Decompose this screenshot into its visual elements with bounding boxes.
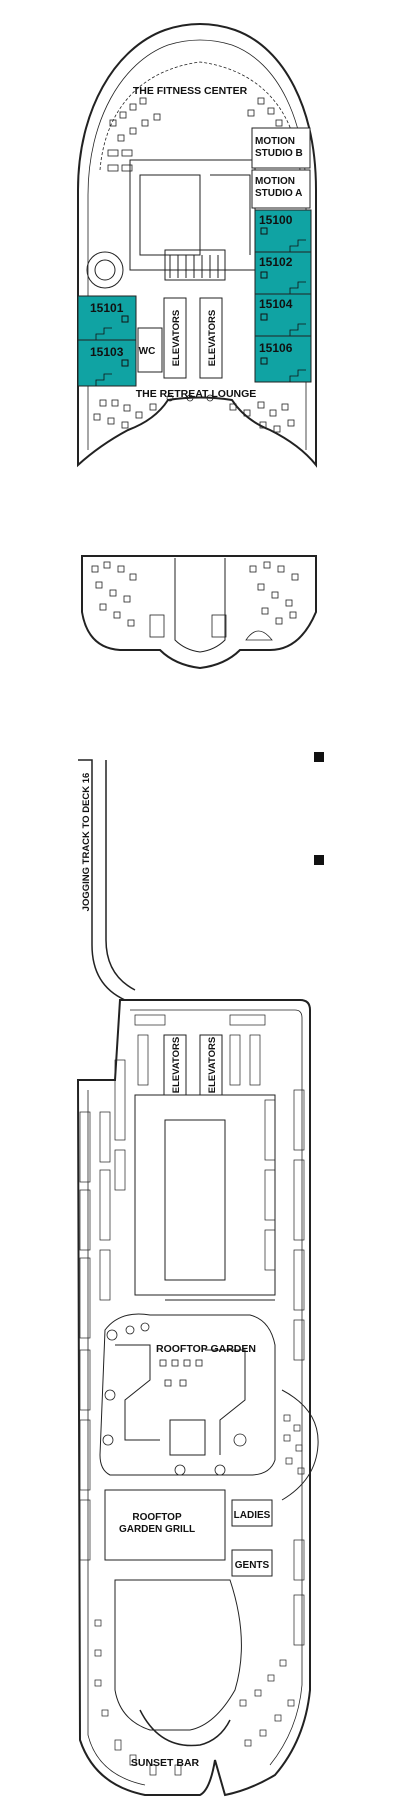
- legend-marker-1: [314, 752, 324, 762]
- deck16-hull: [76, 999, 311, 1797]
- sunset-bar-area: [114, 1579, 242, 1731]
- fitness-equipment: [107, 97, 283, 172]
- sunset-bar-seating: [94, 1619, 295, 1776]
- aft-section-furniture: [91, 561, 299, 641]
- deck16-elevators-left-label: ELEVATORS: [171, 1037, 182, 1093]
- deck15-hull: [77, 23, 317, 468]
- legend-marker-2: [314, 855, 324, 865]
- ladies-label: LADIES: [234, 1510, 271, 1521]
- deck15-inner-hull: [87, 39, 307, 450]
- deck15-wc[interactable]: [137, 327, 163, 373]
- rooftop-grill-label-line1: ROOFTOP: [132, 1512, 182, 1523]
- jogging-track-path-outer: [105, 760, 136, 991]
- deck15-plan: THE FITNESS CENTER MOTION STUDIO B MOTIO…: [77, 23, 317, 468]
- motion-studio-a-label-line1: MOTION: [255, 176, 295, 187]
- retreat-lounge-label: THE RETREAT LOUNGE: [136, 388, 257, 400]
- stateroom-number: 15101: [90, 301, 124, 315]
- stateroom-number: 15100: [259, 213, 293, 227]
- wc-label: WC: [139, 346, 156, 357]
- rooftop-garden-label: ROOFTOP GARDEN: [156, 1343, 256, 1355]
- deck16-loungers: [79, 1014, 305, 1646]
- stateroom-number: 15102: [259, 255, 293, 269]
- aft-section-hull: [81, 555, 317, 670]
- starboard-seating: [283, 1414, 305, 1475]
- stateroom-15101[interactable]: [77, 295, 137, 341]
- motion-studio-a-label-line2: STUDIO A: [255, 188, 302, 199]
- aft-section-core: [174, 558, 226, 653]
- deck16-plan: JOGGING TRACK TO DECK 16 ELEVATORS ELEVA…: [76, 759, 319, 1797]
- rooftop-grill-outline: [104, 1489, 226, 1561]
- sunset-bar-label: SUNSET BAR: [131, 1757, 200, 1769]
- retreat-lounge-furniture: [93, 394, 295, 433]
- gents-restroom[interactable]: [231, 1549, 273, 1577]
- deck16-inner-hull: [87, 1009, 303, 1786]
- rooftop-garden-paths: [99, 1313, 276, 1476]
- deck16-elevators-right-label: ELEVATORS: [207, 1037, 218, 1093]
- gents-label: GENTS: [235, 1560, 270, 1571]
- sunset-bar-counter: [139, 1709, 231, 1747]
- stateroom-15102[interactable]: [254, 251, 312, 295]
- motion-studio-b-label-line2: STUDIO B: [255, 148, 303, 159]
- jogging-track-label: JOGGING TRACK TO DECK 16: [81, 773, 92, 912]
- jogging-track-path: [78, 759, 128, 1001]
- rooftop-grill-label-line2: GARDEN GRILL: [119, 1524, 195, 1535]
- deck16-pool-area: [134, 1094, 276, 1301]
- deck15-elevators-right-label: ELEVATORS: [207, 310, 218, 366]
- deck15-aft-section: [81, 555, 317, 670]
- rooftop-garden-plants: [102, 1322, 247, 1476]
- stateroom-number: 15104: [259, 297, 293, 311]
- stateroom-15106[interactable]: [254, 335, 312, 383]
- motion-studio-b[interactable]: [251, 127, 311, 169]
- ladies-restroom[interactable]: [231, 1499, 273, 1527]
- stateroom-15104[interactable]: [254, 293, 312, 337]
- stateroom-15100[interactable]: [254, 209, 312, 253]
- deck15-elevators-left-label: ELEVATORS: [171, 310, 182, 366]
- deck15-elevators-right[interactable]: [199, 297, 223, 379]
- deck15-elevators-left[interactable]: [163, 297, 187, 379]
- stateroom-number: 15103: [90, 345, 124, 359]
- fitness-center-label: THE FITNESS CENTER: [133, 85, 248, 97]
- starboard-bulge: [281, 1389, 319, 1501]
- motion-studio-b-label-line1: MOTION: [255, 136, 295, 147]
- motion-studio-a[interactable]: [251, 169, 311, 209]
- deck15-core: [86, 159, 256, 289]
- stateroom-number: 15106: [259, 341, 293, 355]
- fitness-track-arc: [99, 61, 301, 171]
- stateroom-15103[interactable]: [77, 339, 137, 387]
